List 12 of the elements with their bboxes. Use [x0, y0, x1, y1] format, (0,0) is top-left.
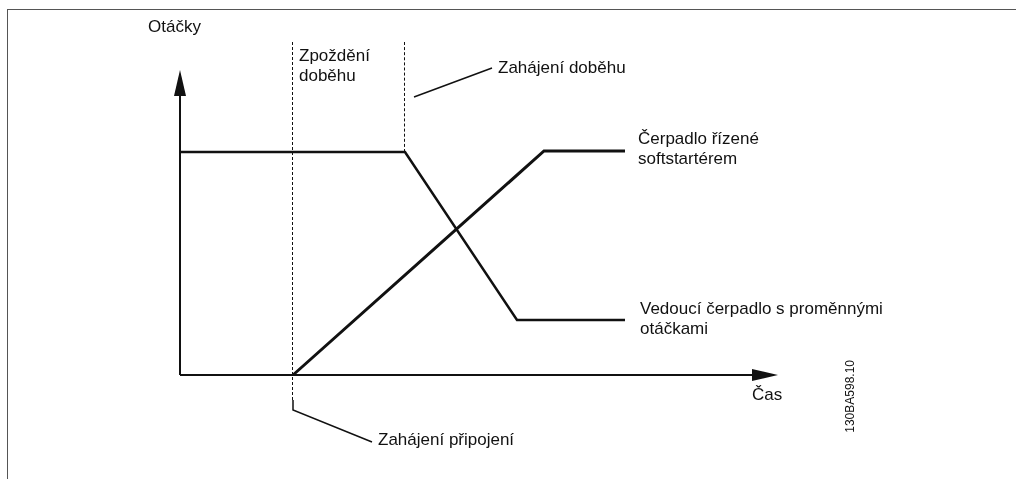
dashed-marker-line [292, 42, 293, 400]
chart-label: Čas [752, 385, 783, 405]
leader-line [413, 67, 493, 98]
chart-label: Čerpadlo řízené softstartérem [638, 129, 760, 169]
callout-text: Zahájení připojení [378, 430, 515, 450]
dashed-marker-line [404, 42, 405, 152]
chart-label: Vedoucí čerpadlo s proměnnými otáčkami [640, 299, 884, 339]
chart-label: Otáčky [148, 17, 201, 37]
chart-label: Zpoždění doběhu [299, 46, 371, 86]
leader-line [292, 399, 373, 443]
drawing-number: 130BA598.10 [843, 360, 857, 433]
callout-text: Zahájení doběhu [498, 58, 626, 78]
